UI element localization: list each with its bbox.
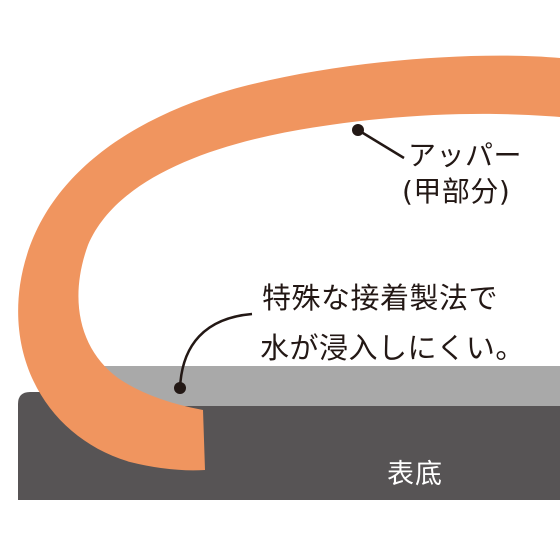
upper-leader [352,124,405,160]
upper-shape [18,55,560,471]
bond-label-line-2: 水が浸入しにくい。 [260,331,525,365]
bond-label-line-1: 特殊な接着製法で [262,281,499,315]
sole-label: 表底 [387,459,443,490]
insole-shape [90,366,560,406]
bond-leader [174,312,253,394]
upper-sub-label: (甲部分) [402,175,511,208]
upper-label: アッパー [408,139,523,172]
